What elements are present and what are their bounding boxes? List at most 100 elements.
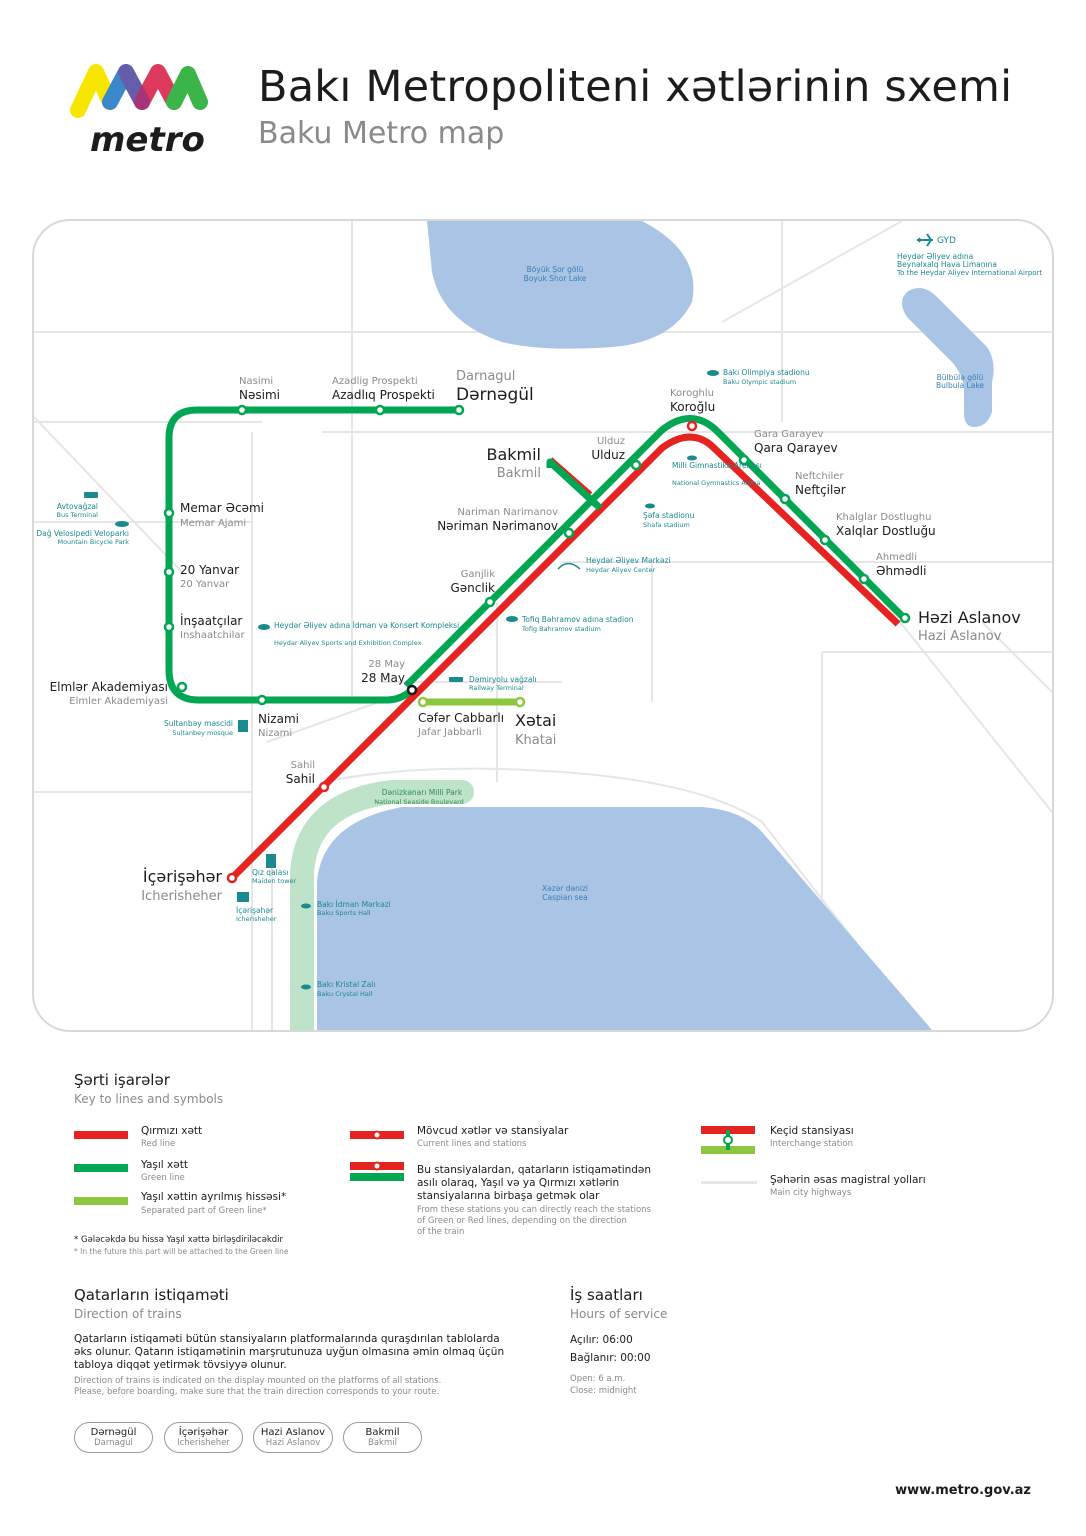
railway-icon xyxy=(449,677,463,682)
svg-text:Heydər Əliyev Mərkəzi: Heydər Əliyev Mərkəzi xyxy=(586,556,671,565)
station-elmler-en: Elmler Akademiyasi xyxy=(69,696,168,707)
station-darnagul-en: Darnagul xyxy=(456,369,515,384)
station-memar: Memar Əcəmi xyxy=(180,501,264,515)
station-qarayev: Qara Qarayev xyxy=(754,441,838,455)
legend-separated: Yaşıl xəttin ayrılmış hissəsi* xyxy=(141,1191,287,1203)
station-qarayev-en: Gara Garayev xyxy=(754,429,823,440)
green-line-swatch xyxy=(74,1164,128,1172)
svg-text:Shafa stadium: Shafa stadium xyxy=(643,521,690,529)
shafa-stadium-icon xyxy=(645,503,655,509)
station-bakmil-en: Bakmil xyxy=(497,466,541,481)
station-koroglu-en: Koroghlu xyxy=(670,388,714,399)
station-yanvar-en: 20 Yanvar xyxy=(180,579,230,590)
station-sahil-en: Sahil xyxy=(291,760,315,771)
seaside-boulevard xyxy=(290,780,474,1030)
svg-text:Milli Gimnastika Arenası: Milli Gimnastika Arenası xyxy=(672,461,762,470)
svg-text:Dənizkənarı Milli Park: Dənizkənarı Milli Park xyxy=(382,788,463,797)
station-insaatcilar-en: Inshaatchilar xyxy=(180,630,246,641)
legend-direct-en: From these stations you can directly rea… xyxy=(417,1205,651,1237)
station-aslanov-en: Hazi Aslanov xyxy=(918,629,1002,644)
crystal-hall-icon xyxy=(301,984,311,990)
svg-text:İçərişəhər: İçərişəhər xyxy=(236,906,274,915)
legend-footnote-en: * In the future this part will be attach… xyxy=(74,1247,289,1256)
airplane-icon xyxy=(917,233,933,247)
svg-text:Heydar Aliyev Sports and Exhib: Heydar Aliyev Sports and Exhibition Comp… xyxy=(274,639,422,647)
svg-text:Baku Olympic stadium: Baku Olympic stadium xyxy=(723,378,796,386)
metro-map[interactable]: Nasimi Nəsimi Azadlig Prospekti Azadlıq … xyxy=(32,219,1054,1032)
legend-subtitle: Key to lines and symbols xyxy=(74,1092,224,1106)
svg-text:Maiden tower: Maiden tower xyxy=(252,877,297,885)
svg-text:Böyük Şor gölü: Böyük Şor gölü xyxy=(527,265,584,274)
station-ganclik-en: Ganjlik xyxy=(461,569,496,580)
station-ulduz-en: Ulduz xyxy=(597,436,625,447)
website-link[interactable]: www.metro.gov.az xyxy=(895,1483,1031,1498)
bulbula-lake xyxy=(902,288,994,427)
station-ahmadli-en: Ahmedli xyxy=(876,552,917,563)
station-cafar: Cəfər Cabbarlı xyxy=(418,711,504,725)
station-elmler: Elmlər Akademiyası xyxy=(50,680,168,694)
svg-text:Boyuk Shor Lake: Boyuk Shor Lake xyxy=(524,274,587,283)
station-memar-en: Memar Ajami xyxy=(180,518,246,529)
station-may28: 28 May xyxy=(361,671,405,685)
page-title: Bakı Metropoliteni xətlərinin sxemi xyxy=(258,62,1013,112)
page-subtitle: Baku Metro map xyxy=(258,116,505,151)
station-nizami: Nizami xyxy=(258,712,299,726)
legend-current: Mövcud xətlər və stansiyalar xyxy=(417,1125,569,1137)
station-bakmil: Bakmil xyxy=(486,445,541,464)
station-narimanov: Nəriman Nərimanov xyxy=(437,519,558,533)
station-xalqlar: Xalqlar Dostluğu xyxy=(836,524,936,538)
station-nasimi-en: Nasimi xyxy=(239,376,273,387)
legend-highways-en: Main city highways xyxy=(770,1188,852,1198)
green-line-bakmil-branch xyxy=(546,458,603,511)
legend-current-en: Current lines and stations xyxy=(417,1139,527,1149)
svg-text:Sultanbəy məscidi: Sultanbəy məscidi xyxy=(164,719,233,728)
direction-title: Qatarların istiqaməti xyxy=(74,1286,229,1304)
interchange-swatch xyxy=(701,1126,755,1154)
direct-stations-swatch xyxy=(350,1161,404,1181)
svg-text:Xəzər dənizi: Xəzər dənizi xyxy=(542,884,588,893)
maiden-tower-icon xyxy=(266,854,276,868)
svg-text:Baku Sports Hall: Baku Sports Hall xyxy=(317,909,371,917)
legend-highways: Şəhərin əsas magistral yolları xyxy=(770,1174,926,1186)
olympic-stadium-icon xyxy=(707,370,719,376)
legend-title: Şərti işarələr xyxy=(74,1071,170,1089)
legend-interchange: Keçid stansiyası xyxy=(770,1125,854,1137)
station-koroglu: Koroğlu xyxy=(670,400,715,414)
svg-text:GYD: GYD xyxy=(937,236,956,246)
station-icheri: İçərişəhər xyxy=(143,867,223,886)
hours-open-en: Open: 6 a.m. xyxy=(570,1374,626,1384)
highway-swatch xyxy=(701,1181,757,1184)
hours-close: Bağlanır: 00:00 xyxy=(570,1352,651,1364)
svg-text:Dağ Velosipedi Veloparkı: Dağ Velosipedi Veloparkı xyxy=(36,529,129,538)
svg-text:Qız qalası: Qız qalası xyxy=(252,868,288,877)
bahramov-stadium-icon xyxy=(506,616,518,622)
hours-subtitle: Hours of service xyxy=(570,1307,668,1321)
svg-text:Railway Terminal: Railway Terminal xyxy=(469,684,524,692)
metro-logo-icon xyxy=(70,64,208,118)
icherisheher-icon xyxy=(237,892,249,902)
hours-open: Açılır: 06:00 xyxy=(570,1334,633,1346)
svg-text:To the Heydar Aliyev Internati: To the Heydar Aliyev International Airpo… xyxy=(896,269,1042,277)
station-xalqlar-en: Khalglar Dostlughu xyxy=(836,512,931,523)
hours-title: İş saatları xyxy=(570,1286,643,1304)
gymnastics-arena-icon xyxy=(687,455,697,461)
svg-text:Heydər Əliyev adına İdman və K: Heydər Əliyev adına İdman və Konsert Kom… xyxy=(274,621,459,630)
svg-text:Sultanbey mosque: Sultanbey mosque xyxy=(172,729,233,737)
station-sahil: Sahil xyxy=(286,772,315,786)
legend-green-en: Green line xyxy=(141,1173,185,1183)
svg-text:Baku Crystal Hall: Baku Crystal Hall xyxy=(317,990,373,998)
station-icheri-en: Icherisheher xyxy=(141,889,222,904)
svg-text:Bakı İdman Mərkəzi: Bakı İdman Mərkəzi xyxy=(317,900,391,909)
map-canvas: Nasimi Nəsimi Azadlig Prospekti Azadlıq … xyxy=(34,221,1052,1030)
svg-text:Bakı Olimpiya stadionu: Bakı Olimpiya stadionu xyxy=(723,368,810,377)
svg-text:Bülbülə gölü: Bülbülə gölü xyxy=(937,373,984,382)
bus-icon xyxy=(84,492,98,498)
red-line-swatch xyxy=(74,1131,128,1139)
station-aslanov: Həzi Aslanov xyxy=(918,608,1021,627)
legend-interchange-en: Interchange station xyxy=(770,1139,853,1149)
station-neftciler: Neftçilər xyxy=(795,483,846,497)
svg-text:Heydər Əliyev adına: Heydər Əliyev adına xyxy=(897,252,973,261)
svg-text:Icherisheher: Icherisheher xyxy=(236,915,277,923)
